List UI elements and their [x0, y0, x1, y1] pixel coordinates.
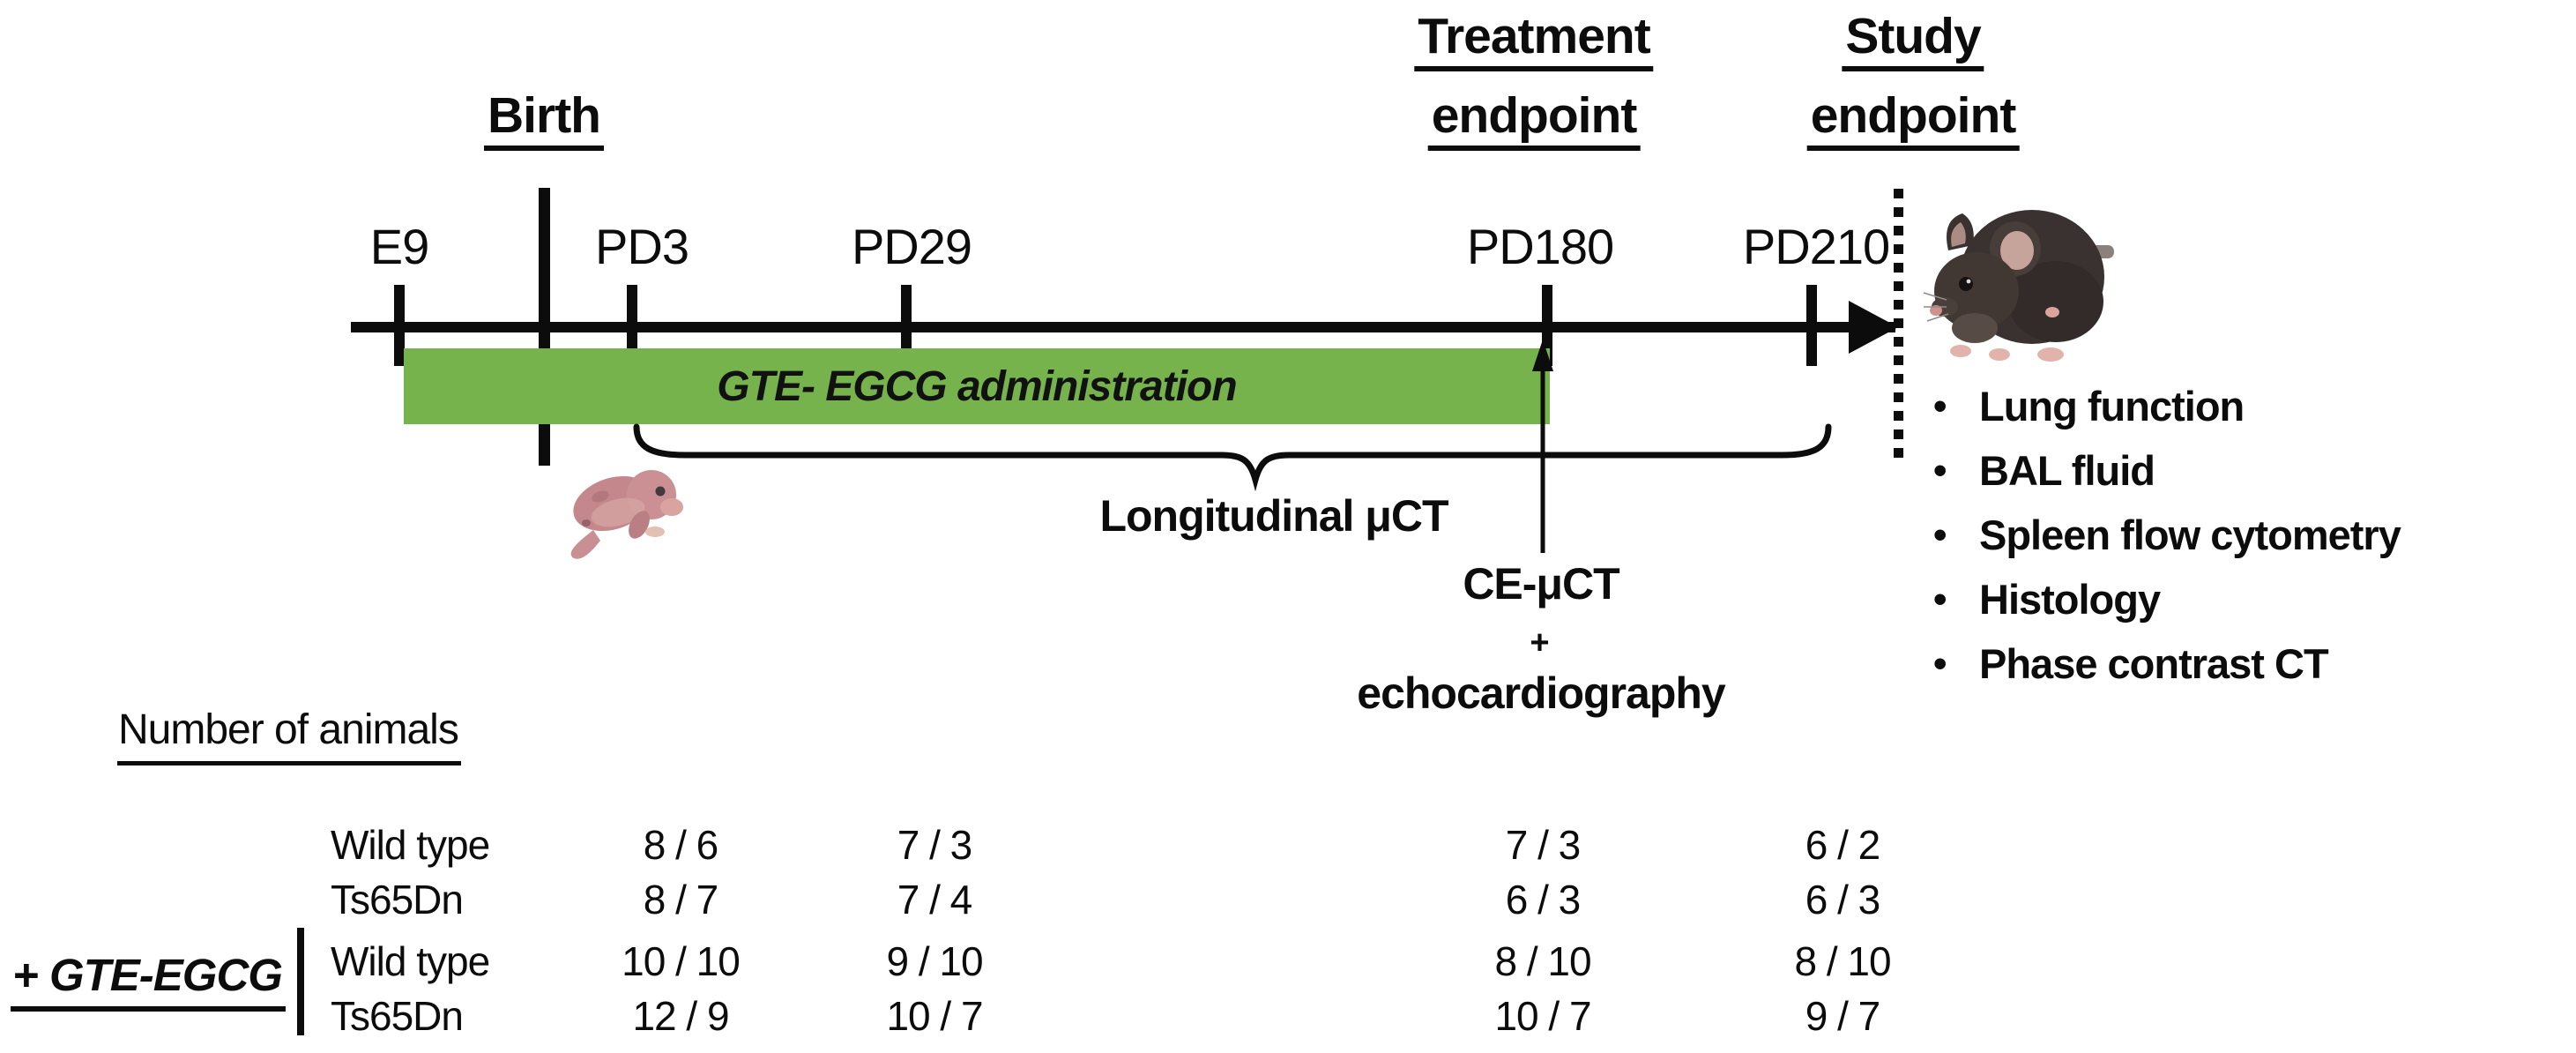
adult-mouse-photo — [1923, 210, 2114, 362]
gte-egcg-administration-label: GTE- EGCG administration — [717, 362, 1237, 410]
study-endpoint-heading-line2: endpoint — [1806, 88, 2020, 151]
row-label: Ts65Dn — [331, 877, 464, 922]
list-item: • Phase contrast CT — [1933, 631, 2401, 696]
cell-value: 10 / 7 — [1494, 993, 1591, 1039]
study-endpoint-dotted-line — [1894, 189, 1903, 467]
gte-egcg-administration-bar: GTE- EGCG administration — [404, 348, 1550, 424]
assay-label: Spleen flow cytometry — [1979, 512, 2401, 558]
cell-value: 12 / 9 — [632, 993, 729, 1039]
list-item: • Spleen flow cytometry — [1933, 503, 2401, 567]
cell-value: 10 / 7 — [886, 993, 983, 1039]
treatment-endpoint-heading-line1: Treatment — [1414, 9, 1654, 71]
timeline-axis — [351, 322, 1895, 332]
timepoint-label-pd210: PD210 — [1742, 219, 1890, 274]
assay-label: Lung function — [1979, 383, 2245, 429]
list-item: • BAL fluid — [1933, 438, 2401, 503]
cell-value: 6 / 3 — [1805, 877, 1881, 922]
birth-heading: Birth — [484, 88, 604, 151]
echocardiography-label: echocardiography — [1357, 668, 1725, 718]
list-item: • Lung function — [1933, 374, 2401, 438]
row-label: Wild type — [331, 822, 490, 868]
tick-mark-e9 — [394, 285, 405, 366]
assay-list: • Lung function • BAL fluid • Spleen flo… — [1933, 374, 2401, 696]
bullet-icon: • — [1933, 577, 1947, 621]
animals-table-title: Number of animals — [117, 706, 461, 765]
cell-value: 7 / 3 — [897, 822, 973, 868]
cell-value: 9 / 10 — [886, 938, 983, 984]
bullet-icon: • — [1933, 384, 1947, 428]
cell-value: 9 / 7 — [1805, 993, 1881, 1039]
gte-egcg-group-label: + GTE-EGCG — [11, 949, 286, 1012]
row-label: Wild type — [331, 938, 490, 984]
cell-value: 7 / 3 — [1505, 822, 1582, 868]
timepoint-label-pd180: PD180 — [1466, 219, 1614, 274]
ce-uct-label: CE-μCT — [1463, 559, 1619, 609]
list-item: • Histology — [1933, 567, 2401, 631]
cell-value: 8 / 6 — [643, 822, 719, 868]
cell-value: 6 / 3 — [1505, 877, 1582, 922]
newborn-pup-photo — [570, 470, 683, 559]
assay-label: Histology — [1979, 576, 2161, 623]
tick-mark-pd29 — [901, 285, 912, 366]
cell-value: 10 / 10 — [622, 938, 741, 984]
birth-heading-text: Birth — [484, 88, 604, 151]
plus-sign-label: + — [1530, 624, 1549, 661]
timepoint-label-pd3: PD3 — [595, 219, 689, 274]
cell-value: 8 / 10 — [1494, 938, 1591, 984]
assay-label: Phase contrast CT — [1979, 640, 2329, 687]
timeline-arrowhead-icon — [1849, 301, 1898, 354]
study-endpoint-heading-line1: Study — [1842, 9, 1984, 71]
longitudinal-brace — [633, 423, 1832, 492]
timepoint-label-pd29: PD29 — [851, 219, 972, 274]
assay-label: BAL fluid — [1979, 447, 2155, 494]
tick-mark-pd3 — [627, 285, 637, 366]
cell-value: 8 / 10 — [1794, 938, 1891, 984]
longitudinal-uct-label: Longitudinal μCT — [1099, 491, 1448, 541]
cell-value: 7 / 4 — [897, 877, 973, 922]
cell-value: 8 / 7 — [643, 877, 719, 922]
timepoint-label-e9: E9 — [369, 219, 429, 274]
ce-uct-arrow-icon — [1532, 340, 1553, 553]
bullet-icon: • — [1933, 641, 1947, 685]
group-divider-line — [297, 928, 304, 1035]
row-label: Ts65Dn — [331, 993, 464, 1039]
tick-mark-pd210 — [1806, 285, 1817, 366]
bullet-icon: • — [1933, 448, 1947, 492]
treatment-endpoint-heading-line2: endpoint — [1427, 88, 1641, 151]
cell-value: 6 / 2 — [1805, 822, 1881, 868]
bullet-icon: • — [1933, 512, 1947, 556]
